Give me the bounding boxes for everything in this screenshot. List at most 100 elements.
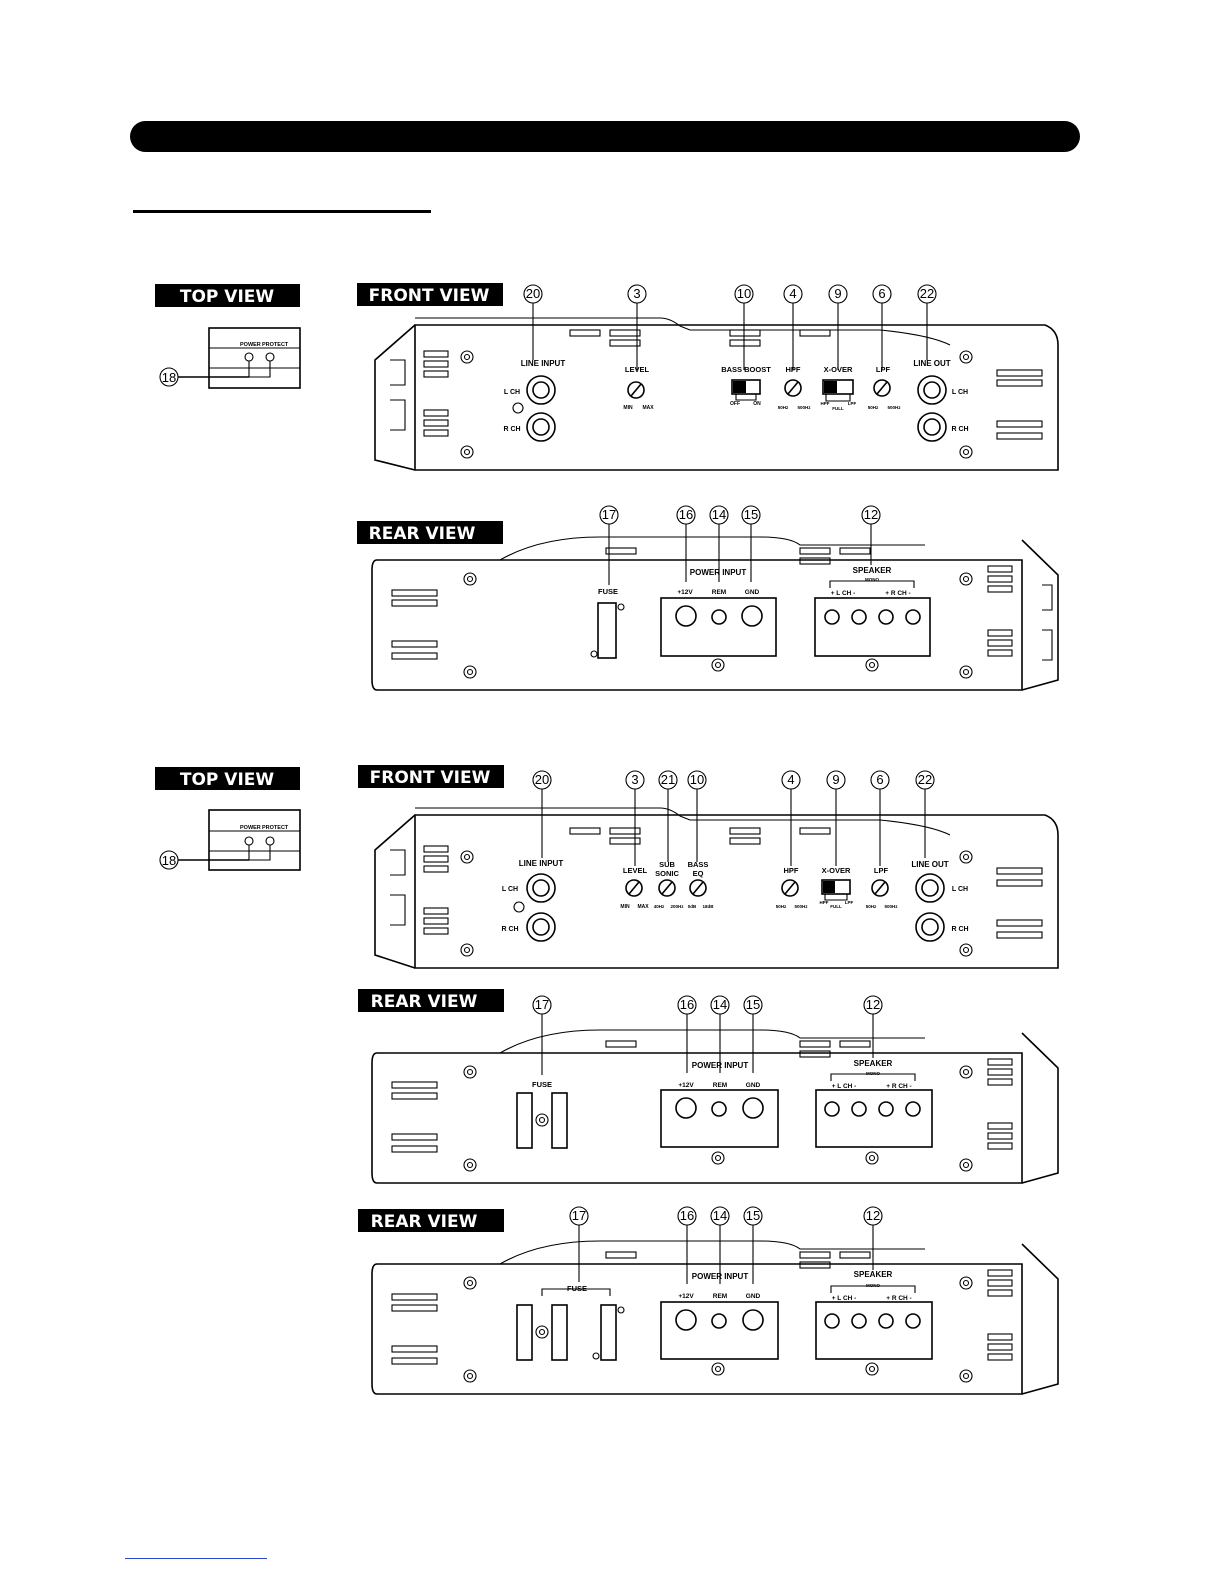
- level-knob-2[interactable]: [625, 879, 643, 897]
- rem-label: REM: [712, 589, 726, 596]
- power-input-label: POWER INPUT: [690, 568, 747, 577]
- sub-hi-label: 200Hz: [670, 904, 684, 909]
- rear-view-banner-2: REAR VIEW: [371, 992, 478, 1012]
- power-input-label-2: POWER INPUT: [692, 1061, 749, 1070]
- speaker-terminal-block: [814, 597, 931, 657]
- line-input-label-2: LINE INPUT: [519, 859, 564, 868]
- top-view-banner: TOP VIEW: [180, 287, 275, 307]
- front-view-banner: FRONT VIEW: [369, 286, 490, 306]
- callout-15: 15: [744, 507, 758, 522]
- bass-boost-on-label: ON: [753, 401, 761, 407]
- callout-6-2: 6: [876, 772, 883, 787]
- line-input-jacks: [512, 375, 556, 442]
- line-input-label: LINE INPUT: [521, 359, 566, 368]
- hpf-knob[interactable]: [784, 379, 802, 397]
- lpf-knob-2[interactable]: [871, 879, 889, 897]
- hpf-lo-label-2: 50Hz: [776, 904, 787, 909]
- bass-eq-label-line1: BASS: [688, 860, 709, 869]
- callout-12-2: 12: [866, 997, 880, 1012]
- lpf-label: LPF: [876, 365, 891, 374]
- bass-eq-knob[interactable]: [689, 879, 707, 897]
- callout-12-3: 12: [866, 1208, 880, 1223]
- lpf-knob[interactable]: [873, 379, 891, 397]
- callout-17-3: 17: [572, 1208, 586, 1223]
- callout-10: 10: [737, 286, 751, 301]
- line-input-rch-label: R CH: [503, 426, 520, 433]
- xover-lpf-label-2: LPF: [845, 900, 854, 905]
- xover-label: X-OVER: [824, 365, 853, 374]
- callout-6: 6: [878, 286, 885, 301]
- top-view-2: TOP VIEW POWER PROTECT 18: [155, 767, 301, 871]
- callout-4: 4: [789, 286, 796, 301]
- speaker-rch-label-3: + R CH -: [886, 1295, 911, 1302]
- speaker-terminal-block-3: [815, 1301, 933, 1360]
- callout-9: 9: [834, 286, 841, 301]
- fuse-holder-a: [516, 1092, 533, 1149]
- protect-led-label: PROTECT: [262, 342, 289, 348]
- power-input-label-3: POWER INPUT: [692, 1272, 749, 1281]
- line-out-lch-label: L CH: [952, 389, 968, 396]
- level-knob[interactable]: [627, 381, 645, 399]
- lpf-hi-label-2: 500Hz: [884, 904, 898, 909]
- speaker-label-2: SPEAKER: [854, 1059, 893, 1068]
- fuse-label: FUSE: [598, 587, 618, 596]
- front-view-2: FRONT VIEW 20 3 21 10: [358, 765, 1059, 969]
- callout-3-2: 3: [631, 772, 638, 787]
- xover-full-label-2: FULL: [830, 904, 842, 909]
- speaker-rch-label-2: + R CH -: [886, 1083, 911, 1090]
- callout-17-2: 17: [535, 997, 549, 1012]
- fuse-label-3: FUSE: [567, 1284, 587, 1293]
- level-min-label-2: MIN: [620, 904, 630, 910]
- power-terminal-block: [660, 597, 777, 657]
- gnd-label-3: GND: [746, 1293, 761, 1300]
- section-header-bar: [130, 121, 1080, 152]
- fuse-holder: [597, 602, 617, 659]
- bass-boost-switch[interactable]: [731, 379, 761, 395]
- power-terminal-block-3: [660, 1301, 779, 1360]
- speaker-label: SPEAKER: [853, 566, 892, 575]
- bass-eq-label-line2: EQ: [693, 869, 704, 878]
- callout-15-3: 15: [746, 1208, 760, 1223]
- callout-12: 12: [864, 507, 878, 522]
- top-view-1: TOP VIEW POWER PROTECT 18: [155, 284, 301, 389]
- lpf-hi-label: 500Hz: [887, 405, 901, 410]
- callout-14-3: 14: [713, 1208, 727, 1223]
- speaker-terminal-block-2: [815, 1089, 933, 1148]
- rem-label-2: REM: [713, 1082, 727, 1089]
- callout-18-2: 18: [162, 853, 176, 868]
- callout-22: 22: [920, 286, 934, 301]
- sub-sonic-knob[interactable]: [658, 879, 676, 897]
- front-view-1: FRONT VIEW 20: [357, 283, 1059, 471]
- callout-18: 18: [162, 370, 176, 385]
- level-max-label-2: MAX: [637, 904, 649, 910]
- bass-boost-off-label: OFF: [730, 401, 740, 407]
- front-view-banner-2: FRONT VIEW: [370, 768, 491, 788]
- xover-switch-2[interactable]: [821, 879, 851, 895]
- xover-switch[interactable]: [822, 379, 854, 395]
- callout-14: 14: [712, 507, 726, 522]
- rem-label-3: REM: [713, 1293, 727, 1300]
- speaker-lch-label-2: + L CH -: [832, 1083, 857, 1090]
- fuse-label-2: FUSE: [532, 1080, 552, 1089]
- fuse-holder-e: [600, 1304, 617, 1361]
- plus12v-terminal: [675, 605, 697, 627]
- callout-20: 20: [526, 286, 540, 301]
- hpf-label: HPF: [786, 365, 801, 374]
- hpf-knob-2[interactable]: [781, 879, 799, 897]
- callout-20-2: 20: [535, 772, 549, 787]
- speaker-label-3: SPEAKER: [854, 1270, 893, 1279]
- hpf-hi-label-2: 500Hz: [794, 904, 808, 909]
- sub-sonic-line1: SUB: [659, 860, 675, 869]
- bass-boost-label: BASS BOOST: [721, 365, 771, 374]
- rear-view-banner-3: REAR VIEW: [371, 1212, 478, 1232]
- line-out-jacks: [917, 375, 947, 442]
- rear-view-banner: REAR VIEW: [369, 524, 476, 544]
- fuse-holder-b: [551, 1092, 568, 1149]
- line-input-lch-label: L CH: [504, 389, 520, 396]
- hpf-label-2: HPF: [784, 866, 799, 875]
- level-max-label: MAX: [642, 405, 654, 411]
- lpf-lo-label-2: 50Hz: [866, 904, 877, 909]
- rear-view-1: REAR VIEW 17 16: [357, 505, 1059, 691]
- sub-sonic-label-line2: SONIC: [655, 869, 679, 878]
